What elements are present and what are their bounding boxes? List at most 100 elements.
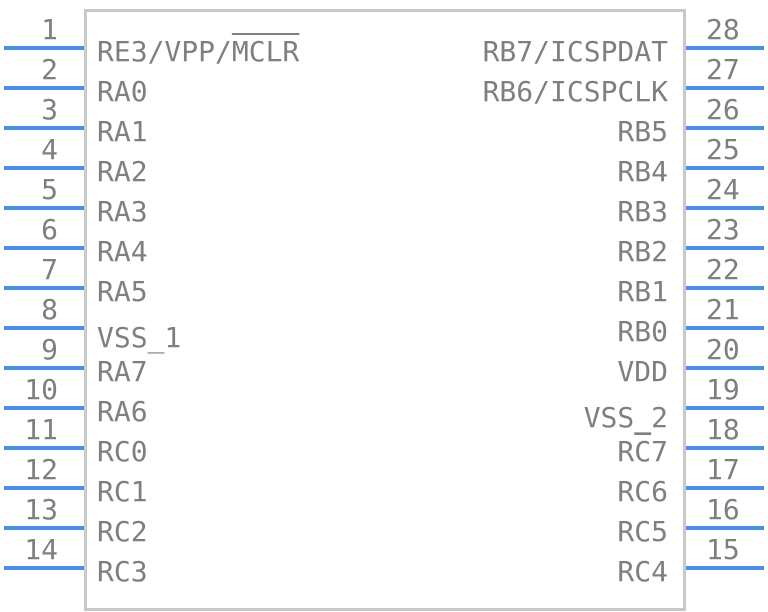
pin-label-part: VDD bbox=[617, 355, 668, 388]
pin-25-number: 25 bbox=[706, 133, 740, 166]
pin-label-part: RB0 bbox=[617, 315, 668, 348]
pin-24-number: 24 bbox=[706, 173, 740, 206]
pin-label-part: RB6/ICSPCLK bbox=[482, 75, 668, 108]
pin-label-part: R bbox=[617, 435, 635, 468]
pin-label-part: RC2 bbox=[97, 515, 148, 548]
pin-3-number: 3 bbox=[41, 93, 58, 126]
pin-14-number: 14 bbox=[24, 533, 58, 566]
pin-18-number: 18 bbox=[706, 413, 740, 446]
pin-13-lead bbox=[4, 526, 84, 530]
pin-label-part: RB2 bbox=[617, 235, 668, 268]
pin-8-label: VSS_1 bbox=[97, 324, 181, 352]
pin-label-part: RB3 bbox=[617, 195, 668, 228]
pin-6-number: 6 bbox=[41, 213, 58, 246]
pin-24-label: RB3 bbox=[617, 198, 668, 226]
pin-7-number: 7 bbox=[41, 253, 58, 286]
pin-18-lead bbox=[686, 446, 764, 450]
pin-label-part: RA4 bbox=[97, 235, 148, 268]
pin-8-lead bbox=[4, 326, 84, 330]
pin-label-part: RA1 bbox=[97, 115, 148, 148]
pin-14-lead bbox=[4, 566, 84, 570]
pin-label-part: RA0 bbox=[97, 75, 148, 108]
pin-26-label: RB5 bbox=[617, 118, 668, 146]
pin-20-label: VDD bbox=[617, 358, 668, 386]
pin-11-label: RC0 bbox=[97, 438, 148, 466]
pin-10-label: RA6 bbox=[97, 398, 148, 426]
pin-label-part: RA7 bbox=[97, 355, 148, 388]
pin-label-part: RA3 bbox=[97, 195, 148, 228]
pin-8-number: 8 bbox=[41, 293, 58, 326]
pin-label-part: RC3 bbox=[97, 555, 148, 588]
pin-23-lead bbox=[686, 246, 764, 250]
pin-label-part: RC5 bbox=[617, 515, 668, 548]
pin-2-number: 2 bbox=[41, 53, 58, 86]
pin-23-number: 23 bbox=[706, 213, 740, 246]
pin-22-lead bbox=[686, 286, 764, 290]
pin-label-part: RC6 bbox=[617, 475, 668, 508]
pin-4-label: RA2 bbox=[97, 158, 148, 186]
pin-26-lead bbox=[686, 126, 764, 130]
pin-25-lead bbox=[686, 166, 764, 170]
pin-17-label: RC6 bbox=[617, 478, 668, 506]
pin-15-lead bbox=[686, 566, 764, 570]
pin-label-part: RC4 bbox=[617, 555, 668, 588]
pin-22-number: 22 bbox=[706, 253, 740, 286]
pin-17-lead bbox=[686, 486, 764, 490]
pin-label-part: C bbox=[634, 435, 652, 468]
pin-5-lead bbox=[4, 206, 84, 210]
pin-19-lead bbox=[686, 406, 764, 410]
pin-9-label: RA7 bbox=[97, 358, 148, 386]
pin-11-lead bbox=[4, 446, 84, 450]
pin-7-label: RA5 bbox=[97, 278, 148, 306]
pin-3-lead bbox=[4, 126, 84, 130]
pin-label-part: RC0 bbox=[97, 435, 148, 468]
pin-11-number: 11 bbox=[24, 413, 58, 446]
pin-21-label: RB0 bbox=[617, 318, 668, 346]
pin-12-number: 12 bbox=[24, 453, 58, 486]
pin-10-lead bbox=[4, 406, 84, 410]
pin-label-part: MCLR bbox=[231, 35, 300, 68]
pin-4-number: 4 bbox=[41, 133, 58, 166]
pin-label-part: RA5 bbox=[97, 275, 148, 308]
pin-15-label: RC4 bbox=[617, 558, 668, 586]
pin-2-lead bbox=[4, 86, 84, 90]
pin-6-lead bbox=[4, 246, 84, 250]
pin-28-number: 28 bbox=[706, 13, 740, 46]
pin-1-number: 1 bbox=[41, 13, 58, 46]
pin-25-label: RB4 bbox=[617, 158, 668, 186]
pin-15-number: 15 bbox=[706, 533, 740, 566]
pin-19-number: 19 bbox=[706, 373, 740, 406]
pin-7-lead bbox=[4, 286, 84, 290]
pin-22-label: RB1 bbox=[617, 278, 668, 306]
pin-1-label: RE3/VPP/MCLR bbox=[97, 38, 299, 66]
pin-13-number: 13 bbox=[24, 493, 58, 526]
pin-2-label: RA0 bbox=[97, 78, 148, 106]
pin-27-label: RB6/ICSPCLK bbox=[483, 78, 668, 106]
pin-18-label: RC7 bbox=[617, 438, 668, 466]
pin-5-label: RA3 bbox=[97, 198, 148, 226]
pin-14-label: RC3 bbox=[97, 558, 148, 586]
pin-label-part: RE3/VPP/ bbox=[97, 35, 232, 68]
pin-label-part: RB5 bbox=[617, 115, 668, 148]
pin-21-number: 21 bbox=[706, 293, 740, 326]
pin-16-lead bbox=[686, 526, 764, 530]
pin-label-part: RC1 bbox=[97, 475, 148, 508]
pin-6-label: RA4 bbox=[97, 238, 148, 266]
pin-21-lead bbox=[686, 326, 764, 330]
pin-1-lead bbox=[4, 46, 84, 50]
pin-label-part: 7 bbox=[651, 435, 668, 468]
pin-19-label: VSS_2 bbox=[584, 404, 668, 432]
pin-16-label: RC5 bbox=[617, 518, 668, 546]
pin-label-part: RB7/ICSPDAT bbox=[482, 35, 668, 68]
pin-12-label: RC1 bbox=[97, 478, 148, 506]
ic-package-body bbox=[84, 9, 686, 611]
pin-27-lead bbox=[686, 86, 764, 90]
pin-9-lead bbox=[4, 366, 84, 370]
pin-26-number: 26 bbox=[706, 93, 740, 126]
pin-label-part: VSS_2 bbox=[583, 401, 668, 434]
pin-28-lead bbox=[686, 46, 764, 50]
pin-20-lead bbox=[686, 366, 764, 370]
pin-label-part: RA6 bbox=[97, 395, 148, 428]
pin-label-part: VSS_1 bbox=[97, 321, 182, 354]
pin-13-label: RC2 bbox=[97, 518, 148, 546]
